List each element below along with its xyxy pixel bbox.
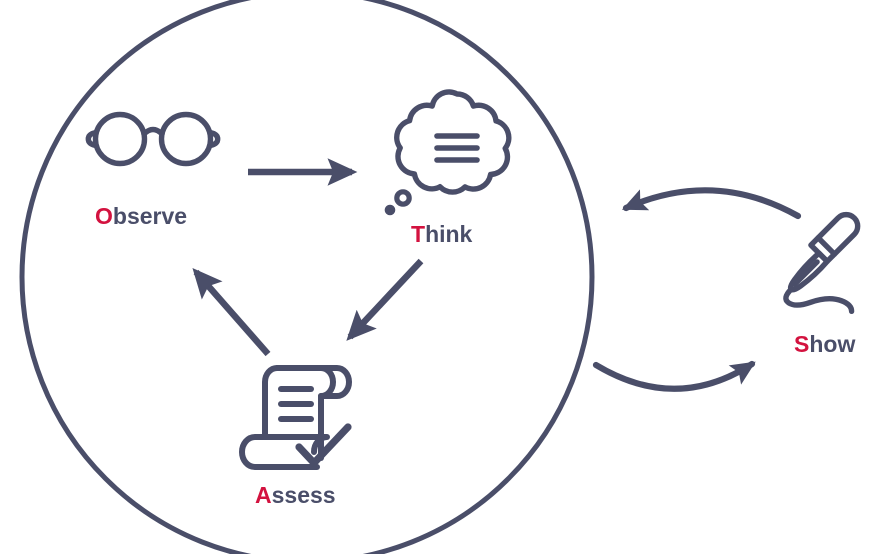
scroll-checkmark-icon (239, 365, 352, 470)
assess-label: Assess (255, 482, 336, 508)
thought-cloud-icon (384, 89, 512, 216)
assess-label-accent: A (255, 482, 272, 508)
observe-label-rest: bserve (113, 203, 187, 229)
show-label-rest: how (809, 331, 855, 357)
arrow-assess-to-observe (192, 267, 271, 357)
think-label-rest: hink (425, 221, 472, 247)
show-label-accent: S (794, 331, 809, 357)
observe-label-accent: O (95, 203, 113, 229)
thought-bubble-dot (384, 204, 396, 216)
arrow-cycle-to-show (592, 360, 756, 392)
pen-nib-icon (783, 211, 861, 314)
think-label-accent: T (411, 221, 425, 247)
show-label: Show (794, 331, 855, 357)
think-label: Think (411, 221, 473, 247)
cycle-circle (19, 0, 595, 554)
assess-label-rest: ssess (272, 482, 336, 508)
glasses-icon (85, 111, 221, 167)
arrow-think-to-assess (346, 258, 424, 341)
thought-bubble-small (394, 189, 412, 207)
arrow-show-to-cycle (621, 187, 802, 220)
observe-label: Observe (95, 203, 187, 229)
